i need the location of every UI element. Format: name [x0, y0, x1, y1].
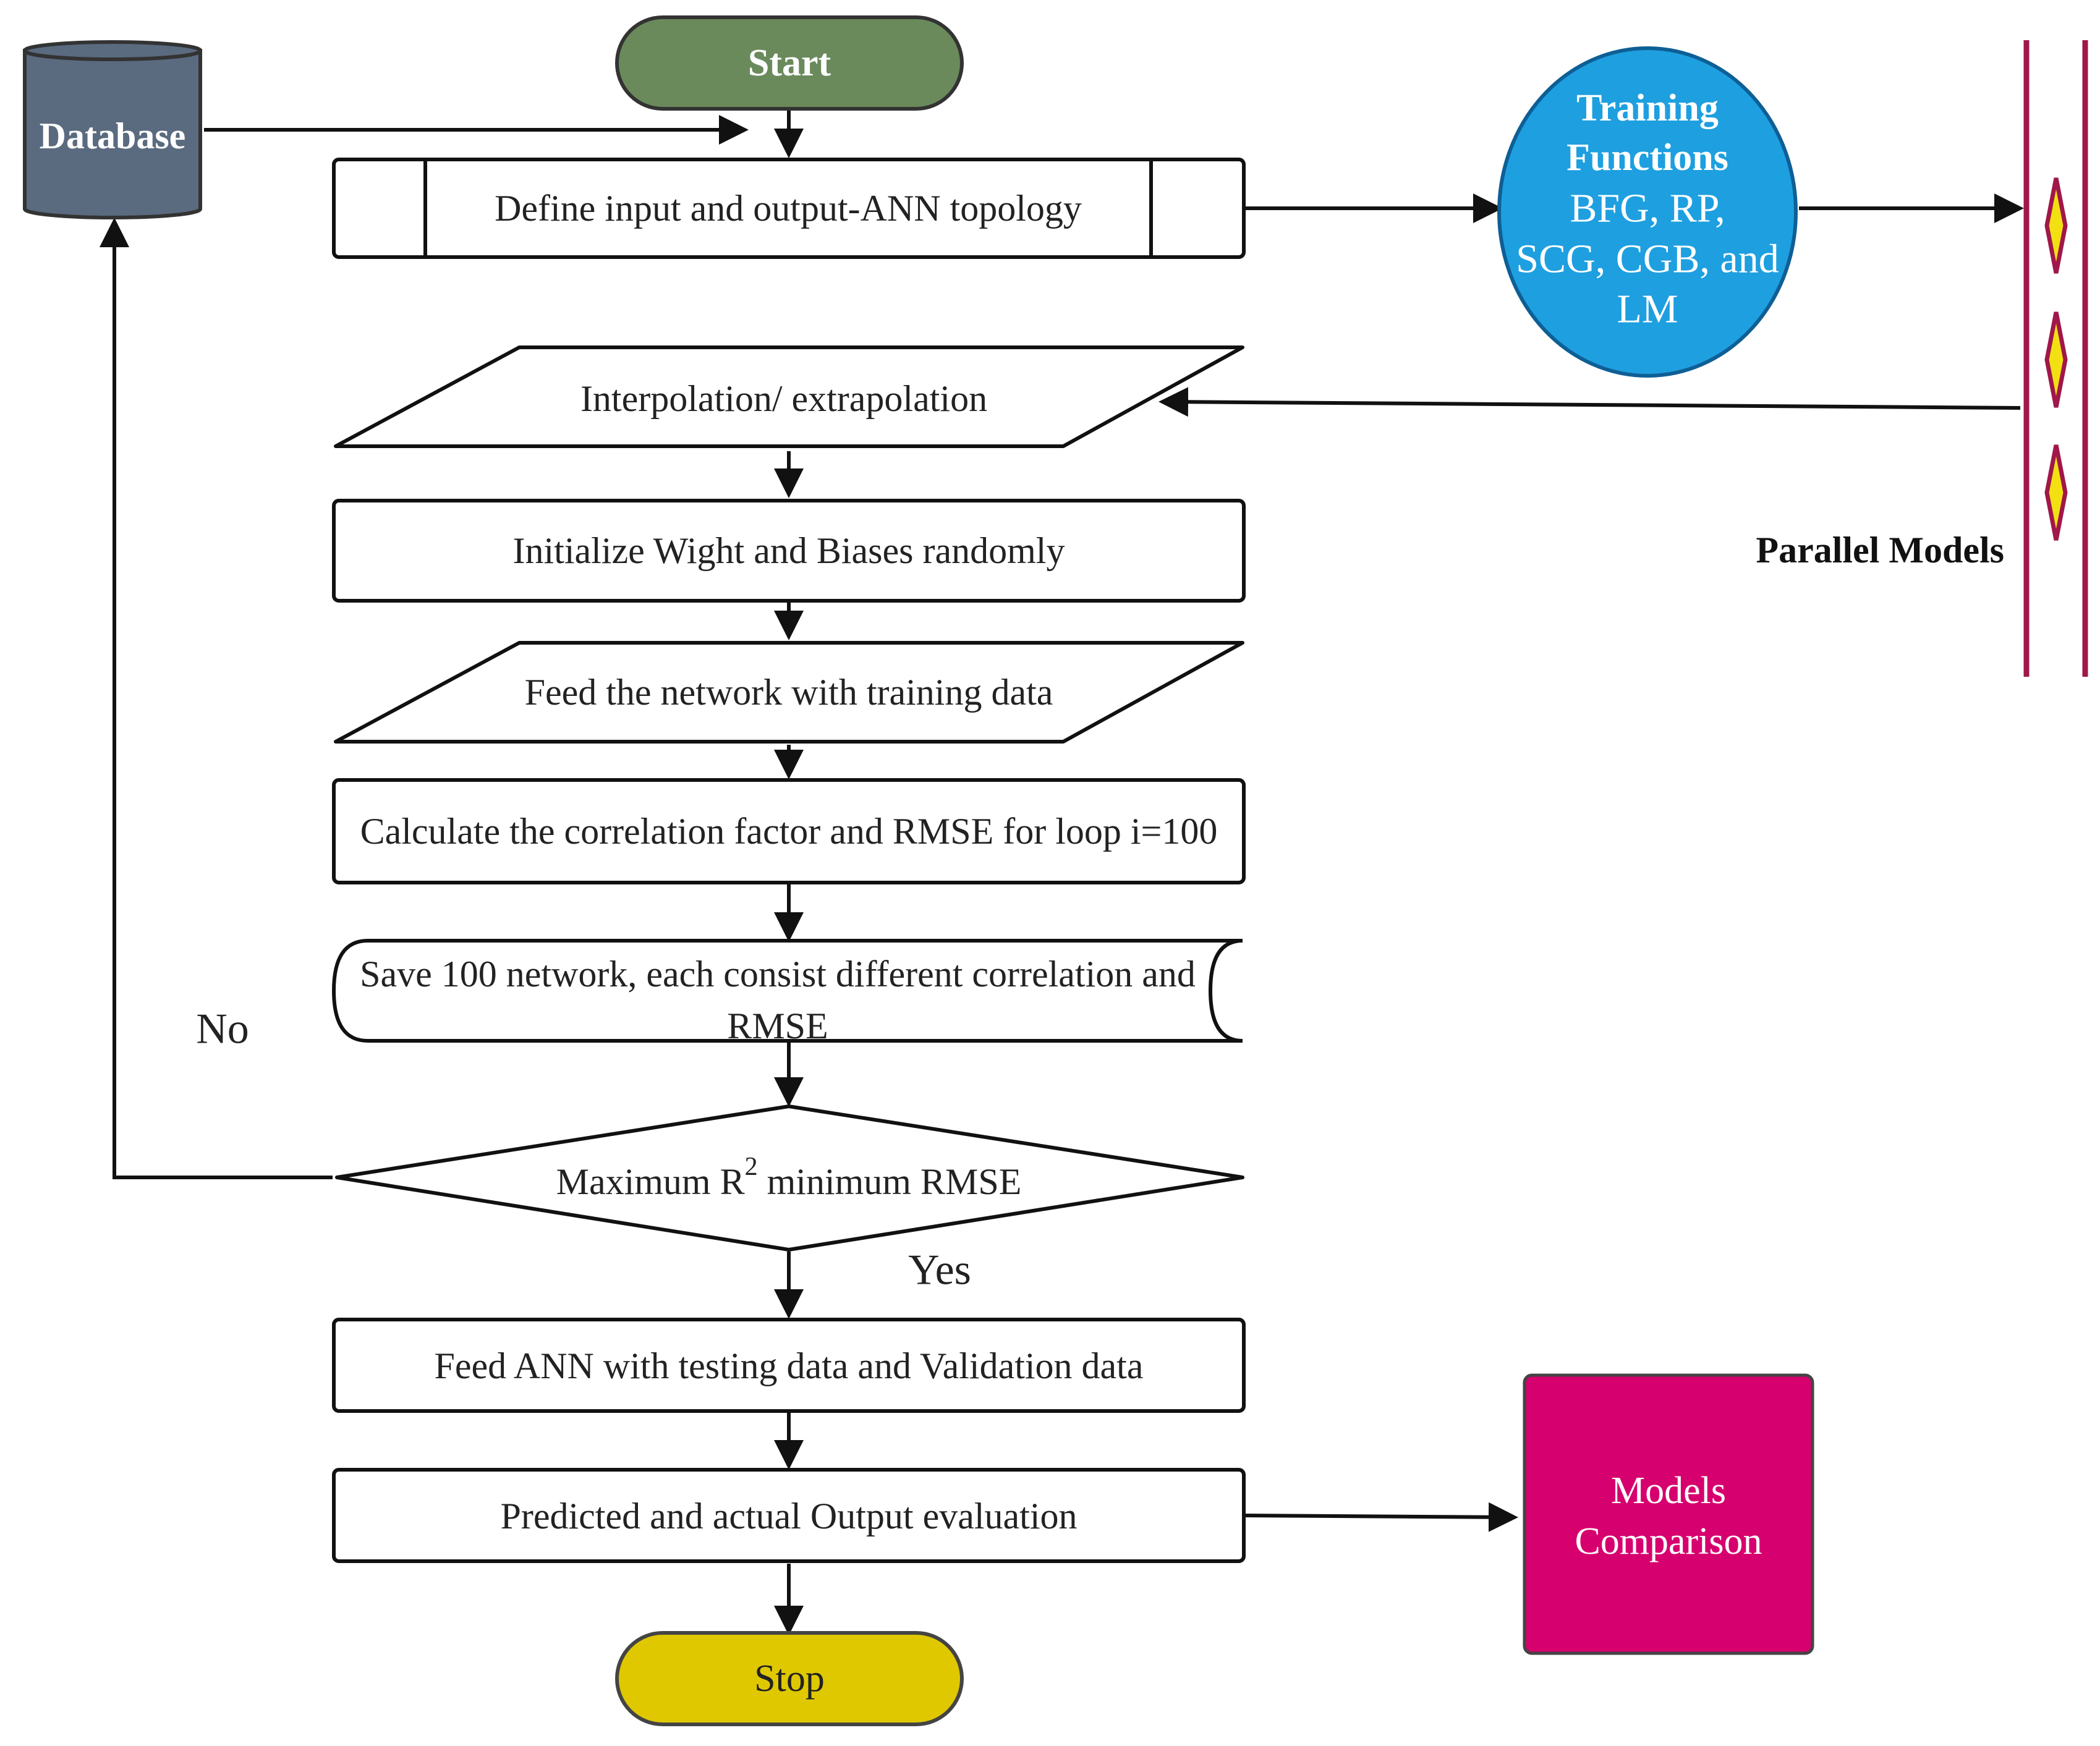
arrow-parallel-to-interpolation — [1158, 387, 2021, 417]
branch-yes-label: Yes — [908, 1247, 971, 1294]
arrow-decision-no-to-database — [100, 218, 333, 1179]
parallel-diamond-2 — [2044, 311, 2068, 408]
start-shape — [615, 15, 964, 111]
initialize-label: Initialize Wight and Biases randomly — [513, 530, 1065, 571]
training-functions-title-line1: Training — [1576, 87, 1719, 129]
save-networks-label-line1: Save 100 network, each consist different… — [360, 954, 1196, 994]
connectors — [100, 110, 2024, 1635]
database-body — [23, 49, 202, 219]
parallel-diamond-3 — [2044, 444, 2068, 541]
training-functions-circle — [1497, 46, 1798, 378]
training-functions-title-line2: Functions — [1566, 137, 1728, 179]
branch-no-label: No — [196, 1006, 249, 1053]
decision-label-rest: minimum RMSE — [758, 1161, 1022, 1202]
models-comparison-line2: Comparison — [1575, 1520, 1762, 1562]
decision-label-superscript: 2 — [745, 1153, 758, 1181]
define-topology-label: Define input and output-ANN topology — [495, 188, 1082, 229]
start-terminal: Start — [615, 15, 964, 111]
stop-shape — [615, 1631, 964, 1726]
training-functions-list-line3: LM — [1617, 287, 1678, 332]
initialize-step: Initialize Wight and Biases randomly — [332, 499, 1246, 603]
save-networks-step: Save 100 network, each consist different… — [331, 939, 1243, 1046]
calculate-label: Calculate the correlation factor and RMS… — [360, 811, 1218, 852]
feed-testing-label: Feed ANN with testing data and Validatio… — [434, 1346, 1143, 1386]
evaluate-step: Predicted and actual Output evaluation — [332, 1468, 1246, 1563]
database-cylinder: Database — [23, 40, 202, 219]
save-networks-shape — [331, 939, 1243, 1043]
define-topology-box — [332, 158, 1246, 259]
calculate-step: Calculate the correlation factor and RMS… — [332, 778, 1246, 884]
feed-training-label: Feed the network with training data — [525, 672, 1053, 713]
decision-step: Maximum R2 minimum RMSE — [335, 1104, 1244, 1252]
training-functions-list-line2: SCG, CGB, and — [1516, 237, 1779, 282]
models-comparison-line1: Models — [1611, 1470, 1726, 1512]
feed-testing-step: Feed ANN with testing data and Validatio… — [332, 1318, 1246, 1413]
database-label: Database — [40, 116, 186, 156]
feed-training-shape — [334, 641, 1244, 744]
decision-label-main: Maximum R — [556, 1161, 745, 1202]
parallel-models: Parallel Models — [1756, 40, 2088, 677]
interpolation-label: Interpolation/ extrapolation — [580, 378, 987, 419]
save-networks-label-line2: RMSE — [727, 1006, 828, 1046]
interpolation-shape — [334, 345, 1244, 448]
feed-testing-box — [332, 1318, 1246, 1413]
define-topology-step: Define input and output-ANN topology — [332, 158, 1246, 259]
interpolation-step: Interpolation/ extrapolation — [334, 345, 1244, 448]
parallel-diamond-1 — [2044, 177, 2068, 274]
training-functions-list-line1: BFG, RP, — [1570, 186, 1725, 231]
decision-label: Maximum R2 minimum RMSE — [556, 1153, 1022, 1202]
training-functions-node: Training Functions BFG, RP, SCG, CGB, an… — [1497, 46, 1798, 378]
decision-diamond — [335, 1104, 1244, 1252]
arrow-evaluate-to-comparison — [1245, 1502, 1518, 1532]
feed-training-step: Feed the network with training data — [334, 641, 1244, 744]
stop-terminal: Stop — [615, 1631, 964, 1726]
initialize-box — [332, 499, 1246, 603]
models-comparison-box — [1523, 1373, 1814, 1655]
database-top — [23, 40, 202, 61]
evaluate-box — [332, 1468, 1246, 1563]
calculate-box — [332, 778, 1246, 884]
start-label: Start — [748, 42, 831, 84]
parallel-models-label: Parallel Models — [1756, 530, 2004, 570]
stop-label: Stop — [754, 1658, 825, 1700]
evaluate-label: Predicted and actual Output evaluation — [500, 1496, 1077, 1536]
models-comparison-node: Models Comparison — [1523, 1373, 1814, 1655]
